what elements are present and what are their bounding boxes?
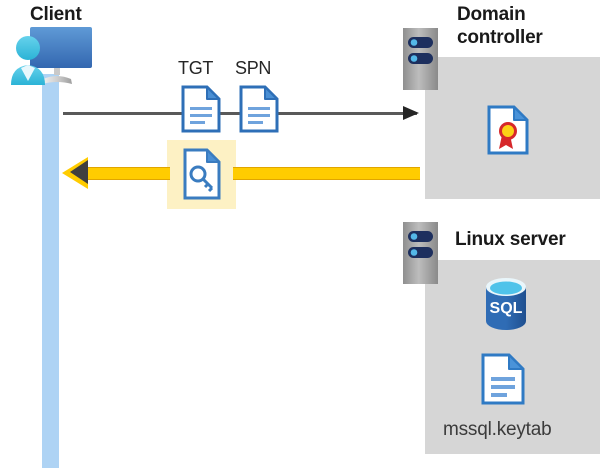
tgt-label: TGT (178, 58, 214, 78)
sql-label: SQL (490, 300, 523, 317)
keytab-filename-label: mssql.keytab (443, 419, 552, 440)
client-computer-user-icon (6, 24, 98, 86)
keytab-document-icon (481, 353, 525, 405)
spn-label: SPN (235, 58, 272, 78)
linux-server-icon (403, 222, 438, 284)
response-arrow-segment-right (233, 167, 420, 180)
client-title: Client (30, 4, 82, 25)
request-arrowhead-icon (403, 106, 419, 120)
sql-database-icon: SQL (483, 277, 529, 331)
linux-server-title: Linux server (455, 229, 566, 250)
domain-controller-server-icon (403, 28, 438, 90)
certificate-document-icon (487, 105, 529, 155)
spn-document-icon (239, 85, 279, 133)
response-arrowhead-icon (70, 160, 88, 184)
client-lifeline (42, 74, 59, 468)
domain-controller-title: Domain controller (457, 4, 543, 48)
response-arrow-segment-left (80, 167, 170, 180)
tgt-document-icon (181, 85, 221, 133)
key-document-icon (183, 148, 221, 200)
